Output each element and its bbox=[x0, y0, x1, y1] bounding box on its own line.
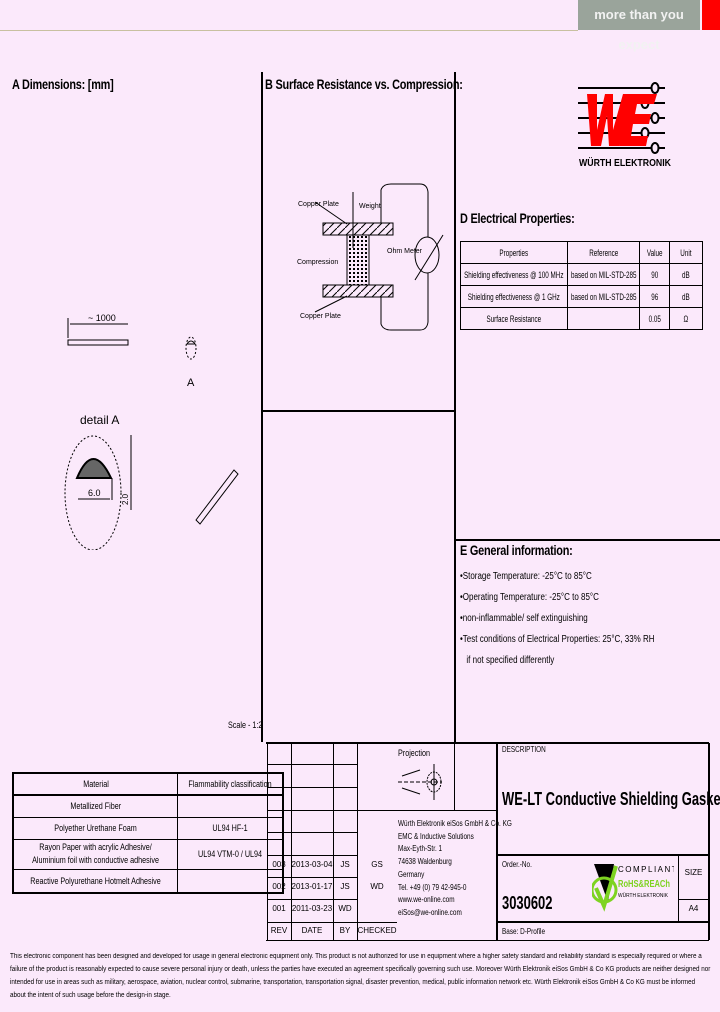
ohm-meter-label: Ohm Meter bbox=[387, 248, 423, 255]
divider bbox=[262, 410, 455, 412]
svg-text:COMPLIANT: COMPLIANT bbox=[618, 865, 674, 874]
info-item: •non-inflammable/ self extinguishing bbox=[460, 613, 588, 624]
weight-label: Weight bbox=[359, 203, 381, 210]
company-address: Würth Elektronik eiSos GmbH & Co. KG EMC… bbox=[398, 818, 540, 920]
section-e-title: E General information: bbox=[460, 542, 573, 558]
brand-red-block bbox=[702, 0, 720, 30]
website-link[interactable]: www.we-online.com bbox=[398, 895, 455, 905]
compression-test-diagram: Copper Plate Weight Compression Ohm Mete… bbox=[297, 183, 444, 331]
rohs-reach-compliance-badge: COMPLIANT RoHS&REACh WÜRTH ELEKTRONIK bbox=[592, 864, 674, 912]
view-a-label: A bbox=[187, 377, 195, 389]
section-b-title: B Surface Resistance vs. Compression: bbox=[265, 76, 463, 92]
section-d-title: D Electrical Properties: bbox=[460, 210, 575, 226]
scale-label: Scale - 1:2 bbox=[228, 720, 263, 730]
size-label: SIZE bbox=[684, 868, 703, 877]
disclaimer: This electronic component has been desig… bbox=[10, 953, 711, 999]
divider bbox=[454, 72, 456, 742]
projection-label: Projection bbox=[398, 748, 431, 758]
height-dimension: 2.0 bbox=[121, 493, 130, 505]
info-item: •Operating Temperature: -25°C to 85°C bbox=[460, 592, 599, 603]
table-row: Metallized Fiber bbox=[12, 794, 284, 818]
info-item: •Test conditions of Electrical Propertie… bbox=[460, 634, 655, 645]
description-label: DESCRIPTION bbox=[502, 745, 546, 754]
unit-header: Unit bbox=[680, 247, 692, 258]
table-row: Reactive Polyurethane Hotmelt Adhesive bbox=[12, 868, 284, 894]
table-row: Rayon Paper with acrylic Adhesive/ Alumi… bbox=[12, 838, 284, 870]
order-number: 3030602 bbox=[502, 893, 553, 913]
order-number-label: Order.-No. bbox=[502, 860, 532, 869]
general-info-list: •Storage Temperature: -25°C to 85°C •Ope… bbox=[460, 566, 703, 671]
width-dimension: 6.0 bbox=[88, 488, 101, 498]
detail-a-label: detail A bbox=[80, 413, 119, 427]
wurth-logo: WÜRTH ELEKTRONIK bbox=[578, 82, 672, 169]
tagline-banner: more than you expect bbox=[578, 0, 700, 52]
size-value: A4 bbox=[688, 904, 699, 913]
email-link[interactable]: eiSos@we-online.com bbox=[398, 907, 462, 917]
projection-symbol-icon bbox=[398, 764, 442, 800]
svg-text:RoHS&REACh: RoHS&REACh bbox=[618, 879, 670, 890]
profile-label: Base: D-Profile bbox=[502, 927, 546, 936]
section-a-title: A Dimensions: [mm] bbox=[12, 76, 114, 92]
info-item: •Storage Temperature: -25°C to 85°C bbox=[460, 571, 592, 582]
info-note: if not specified differently bbox=[466, 655, 555, 666]
copper-plate-top-label: Copper Plate bbox=[298, 201, 339, 208]
logo-text: WÜRTH ELEKTRONIK bbox=[579, 156, 672, 169]
divider bbox=[261, 72, 263, 742]
svg-text:WÜRTH ELEKTRONIK: WÜRTH ELEKTRONIK bbox=[618, 892, 669, 899]
header-rule bbox=[0, 30, 578, 31]
length-dimension: ~ 1000 bbox=[88, 313, 116, 323]
product-title: WE-LT Conductive Shielding Gasket bbox=[502, 789, 720, 809]
divider bbox=[455, 539, 720, 541]
dimension-drawing: ~ 1000 A detail A 6.0 2.0 bbox=[64, 313, 239, 550]
compression-label: Compression bbox=[297, 259, 338, 266]
copper-plate-bottom-label: Copper Plate bbox=[300, 313, 341, 320]
